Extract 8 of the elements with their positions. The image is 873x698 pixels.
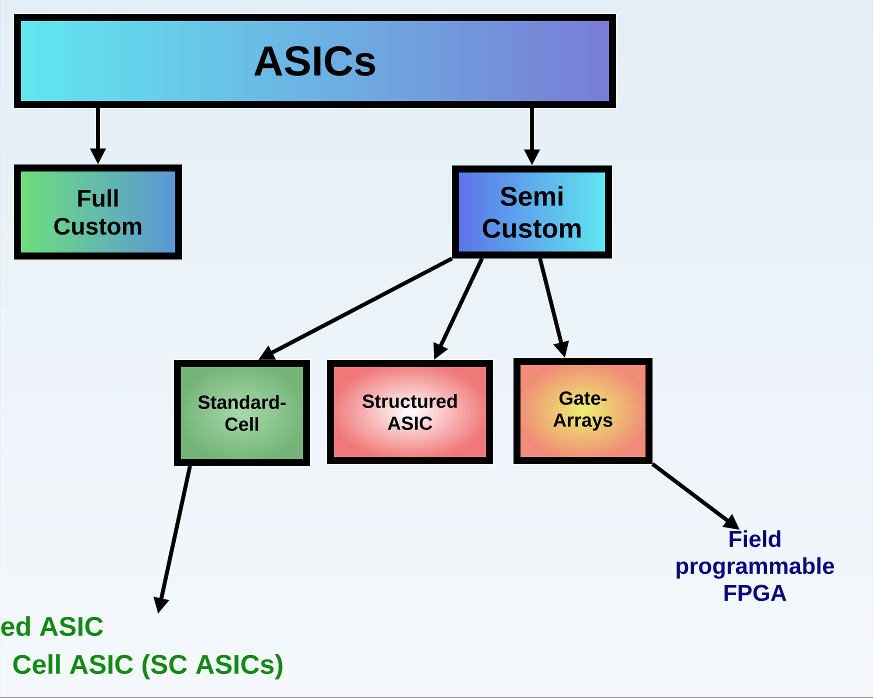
label-text: ed ASIC Cell ASIC (SC ASICs): [1, 616, 282, 680]
process-box: Gate-Arrays: [514, 358, 652, 464]
process-box: Full Custom: [14, 164, 182, 260]
process-box: Standard-Cell: [174, 360, 310, 466]
process-box: Structured ASIC: [327, 360, 493, 464]
process-box: Semi Custom: [452, 166, 612, 258]
label-text: Field programmable FPGA: [676, 530, 834, 602]
process-box: ASICs: [14, 14, 616, 108]
